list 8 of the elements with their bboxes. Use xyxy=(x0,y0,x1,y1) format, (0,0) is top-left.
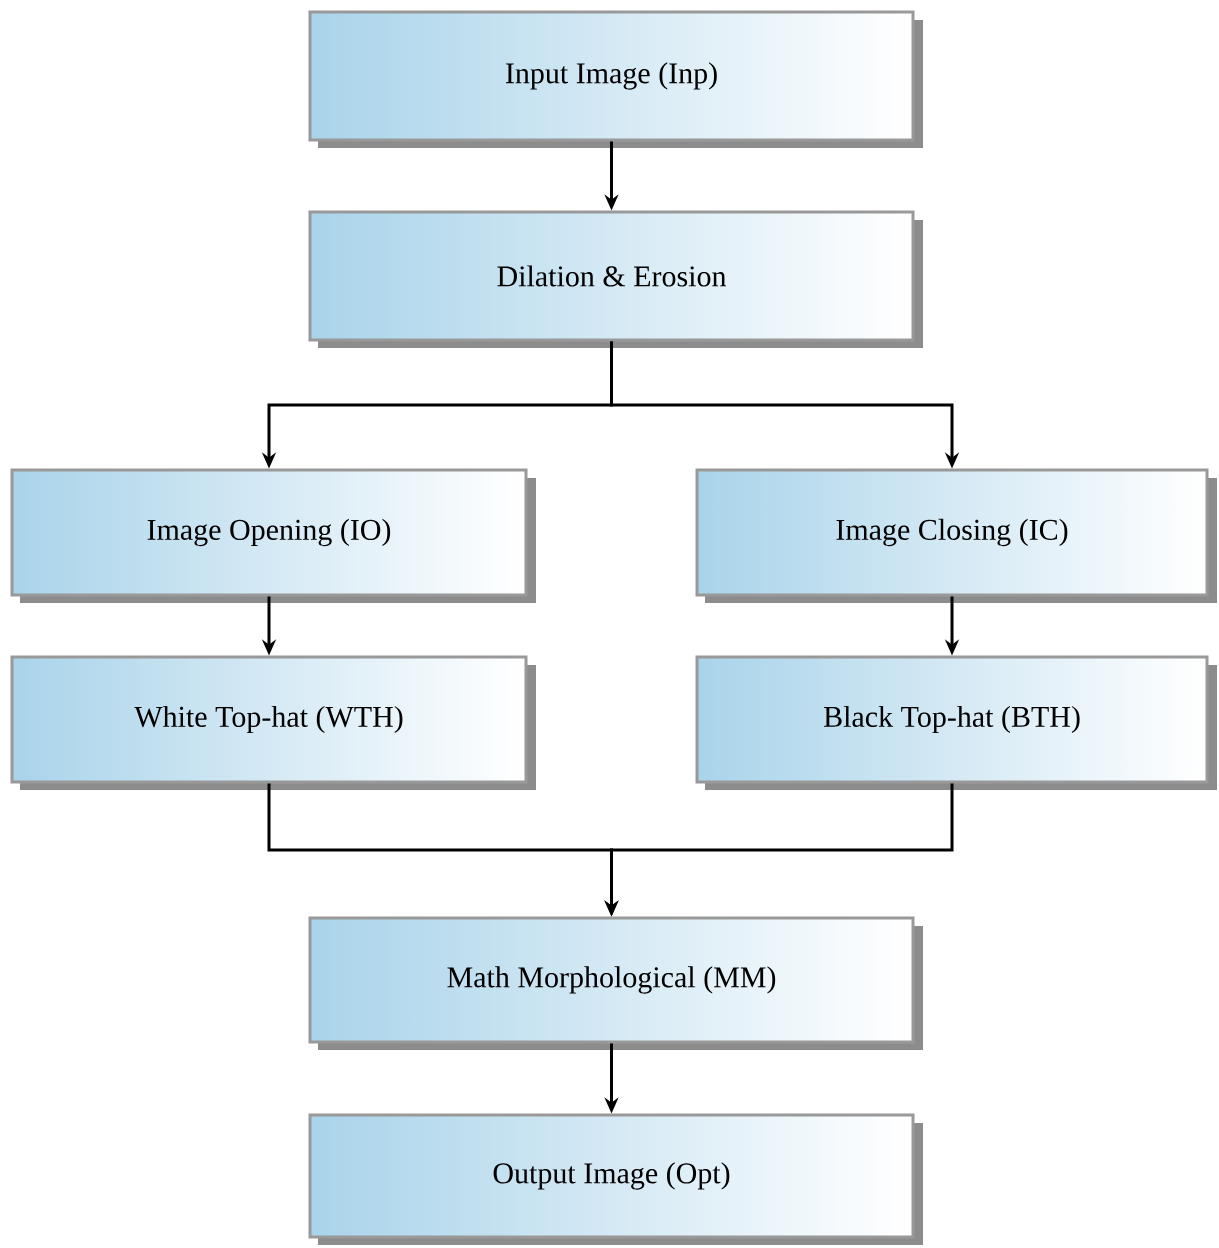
process-box: Dilation & Erosion xyxy=(308,210,923,348)
process-box: Image Opening (IO) xyxy=(10,468,536,603)
process-box: Output Image (Opt) xyxy=(308,1113,923,1245)
process-box: Input Image (Inp) xyxy=(308,10,923,148)
process-box: Black Top-hat (BTH) xyxy=(695,655,1217,790)
process-box: Image Closing (IC) xyxy=(695,468,1217,603)
process-box: White Top-hat (WTH) xyxy=(10,655,536,790)
process-box: Math Morphological (MM) xyxy=(308,916,923,1050)
